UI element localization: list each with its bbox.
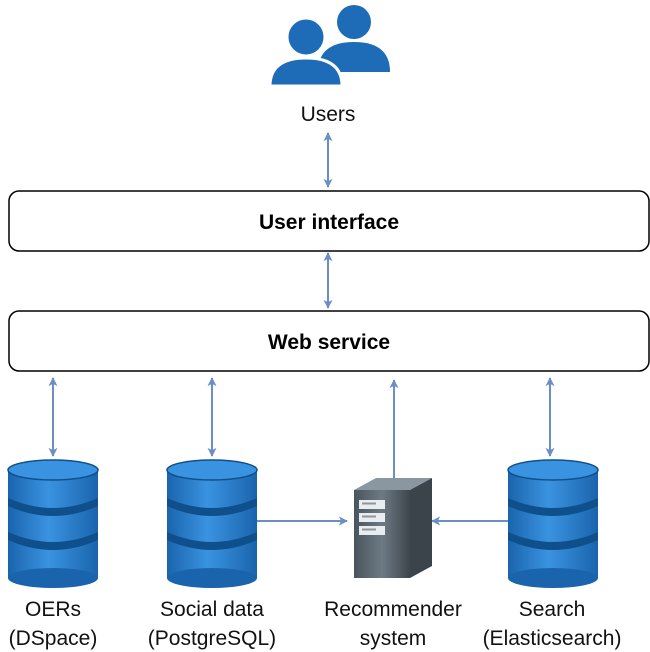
social-label-line1: Social data	[160, 598, 264, 621]
database-icon-social	[166, 459, 258, 588]
social-label-line2: (PostgreSQL)	[148, 627, 276, 650]
users-label: Users	[301, 103, 356, 126]
search-label-line2: (Elasticsearch)	[483, 627, 622, 650]
user-interface-box	[8, 190, 650, 252]
server-icon	[354, 478, 432, 578]
recommender-label-line2: system	[360, 627, 427, 650]
user-interface-label: User interface	[259, 211, 399, 234]
web-service-box	[8, 310, 650, 372]
users-icon	[268, 5, 390, 88]
database-icon-search	[507, 459, 599, 588]
oers-label-line2: (DSpace)	[9, 627, 98, 650]
search-label-line1: Search	[519, 598, 586, 621]
web-service-label: Web service	[268, 331, 390, 354]
recommender-label-line1: Recommender	[324, 598, 462, 621]
database-icon-oers	[7, 459, 99, 588]
oers-label-line1: OERs	[25, 598, 81, 621]
